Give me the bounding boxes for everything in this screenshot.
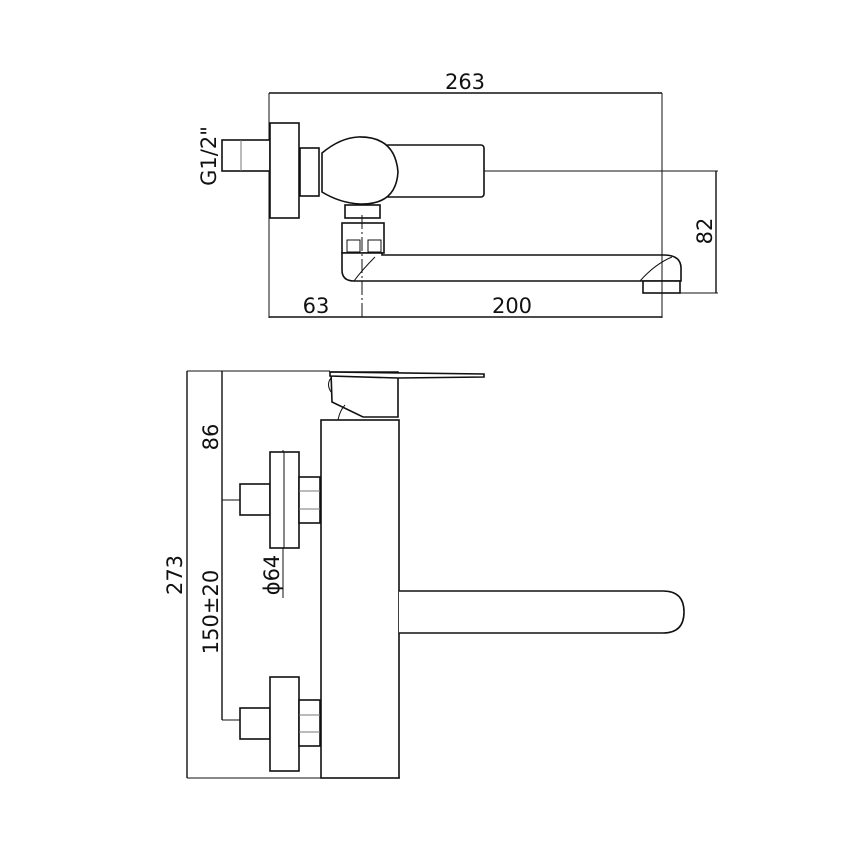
dim-label-263: 263 [445,70,485,94]
dim-label-86: 86 [199,424,223,451]
inlet-pipe [221,139,271,172]
dim-label-82: 82 [693,218,717,245]
dimension-spout-height: 82 [680,171,718,294]
spout-top [341,252,682,282]
fitting-hex [341,222,385,254]
dimension-overall-height: 273 [163,370,400,779]
spout-side [399,590,685,634]
lower-inlet [239,676,321,772]
top-view: 263 G1/2" 63 200 [197,70,718,320]
mixer-body [320,419,400,779]
dim-label-thread: G1/2" [197,126,221,186]
valve-body [321,136,399,205]
lever-blade [329,371,485,379]
dim-label-200: 200 [492,294,532,318]
dimension-overall-width: 263 [268,70,663,318]
side-view: 273 86 150±20 ϕ64 [163,370,685,779]
upper-inlet [239,451,321,549]
dim-label-diameter: ϕ64 [260,555,284,596]
lever-handle [384,144,485,198]
dim-label-150: 150±20 [199,570,223,654]
dimension-inlets: 86 150±20 [199,371,240,721]
dim-label-63: 63 [303,294,330,318]
connector-nut [299,147,320,197]
wall-plate [269,122,300,219]
dim-label-273: 273 [163,555,187,595]
dimension-bottom: 63 200 [269,294,662,318]
